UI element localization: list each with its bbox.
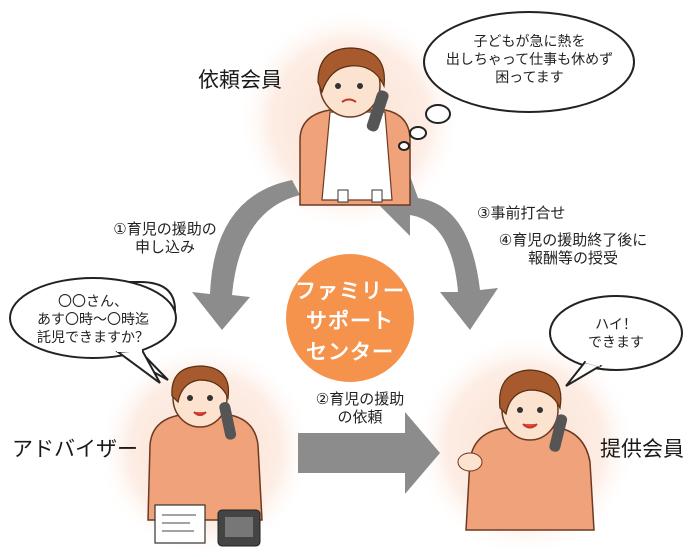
provider-bubble-text: ハイ！ できます [576, 316, 656, 352]
center-line-2: サポート [306, 309, 394, 334]
center-title: ファミリー サポート センター [286, 276, 414, 367]
requester-bubble-text: 子どもが急に熱を 出しちゃって仕事も休めず 困ってます [437, 33, 622, 88]
requester-bubble-line-1: 子どもが急に熱を [473, 34, 586, 50]
step3-line-1: ③事前打合せ [477, 204, 566, 222]
provider-person [457, 369, 595, 531]
step4-label: ④育児の援助終了後に 報酬等の授受 [478, 231, 668, 268]
advisor-bubble-line-2: あす〇時～〇時迄 [37, 312, 149, 329]
center-circle [286, 254, 414, 382]
step1-line-1: ①育児の援助の [113, 220, 217, 238]
provider-bubble-line-1: ハイ！ [595, 317, 637, 333]
role-label-advisor: アドバイザー [12, 437, 138, 461]
advisor-bubble-text: 〇〇さん、 あす〇時～〇時迄 託児できますか？ [28, 293, 158, 348]
step1-label: ①育児の援助の 申し込み [100, 220, 230, 257]
step2-label: ②育児の援助 の依頼 [300, 390, 420, 427]
arrow-step3-4 [380, 176, 498, 330]
step2-line-1: ②育児の援助 [315, 390, 405, 408]
role-label-provider: 提供会員 [600, 437, 684, 461]
step1-line-2: 申し込み [134, 238, 195, 257]
step2-line-2: の依頼 [337, 408, 383, 427]
requester-bubble-line-2: 出しちゃって仕事も休めず [445, 52, 614, 69]
advisor-speech-bubble [9, 277, 177, 384]
provider-bubble-line-2: できます [588, 335, 644, 352]
center-line-1: ファミリー [295, 279, 405, 303]
step3-label: ③事前打合せ [477, 204, 565, 222]
advisor-bubble-line-3: 託児できますか？ [37, 330, 149, 347]
center-line-3: センター [306, 339, 394, 364]
step4-line-2: 報酬等の授受 [527, 249, 618, 268]
requester-person [299, 47, 411, 206]
document-icon [154, 504, 206, 544]
arrow-step1 [192, 180, 300, 330]
role-label-requester: 依頼会員 [198, 68, 282, 92]
requester-thought-bubble [398, 11, 635, 151]
arrow-step2 [298, 412, 440, 494]
provider-speech-bubble [549, 295, 683, 387]
step4-line-1: ④育児の援助終了後に [498, 231, 648, 249]
advisor-bubble-line-1: 〇〇さん、 [58, 294, 128, 310]
telephone-icon [366, 90, 389, 132]
requester-bubble-line-3: 困ってます [495, 70, 564, 87]
advisor-person [147, 365, 263, 547]
